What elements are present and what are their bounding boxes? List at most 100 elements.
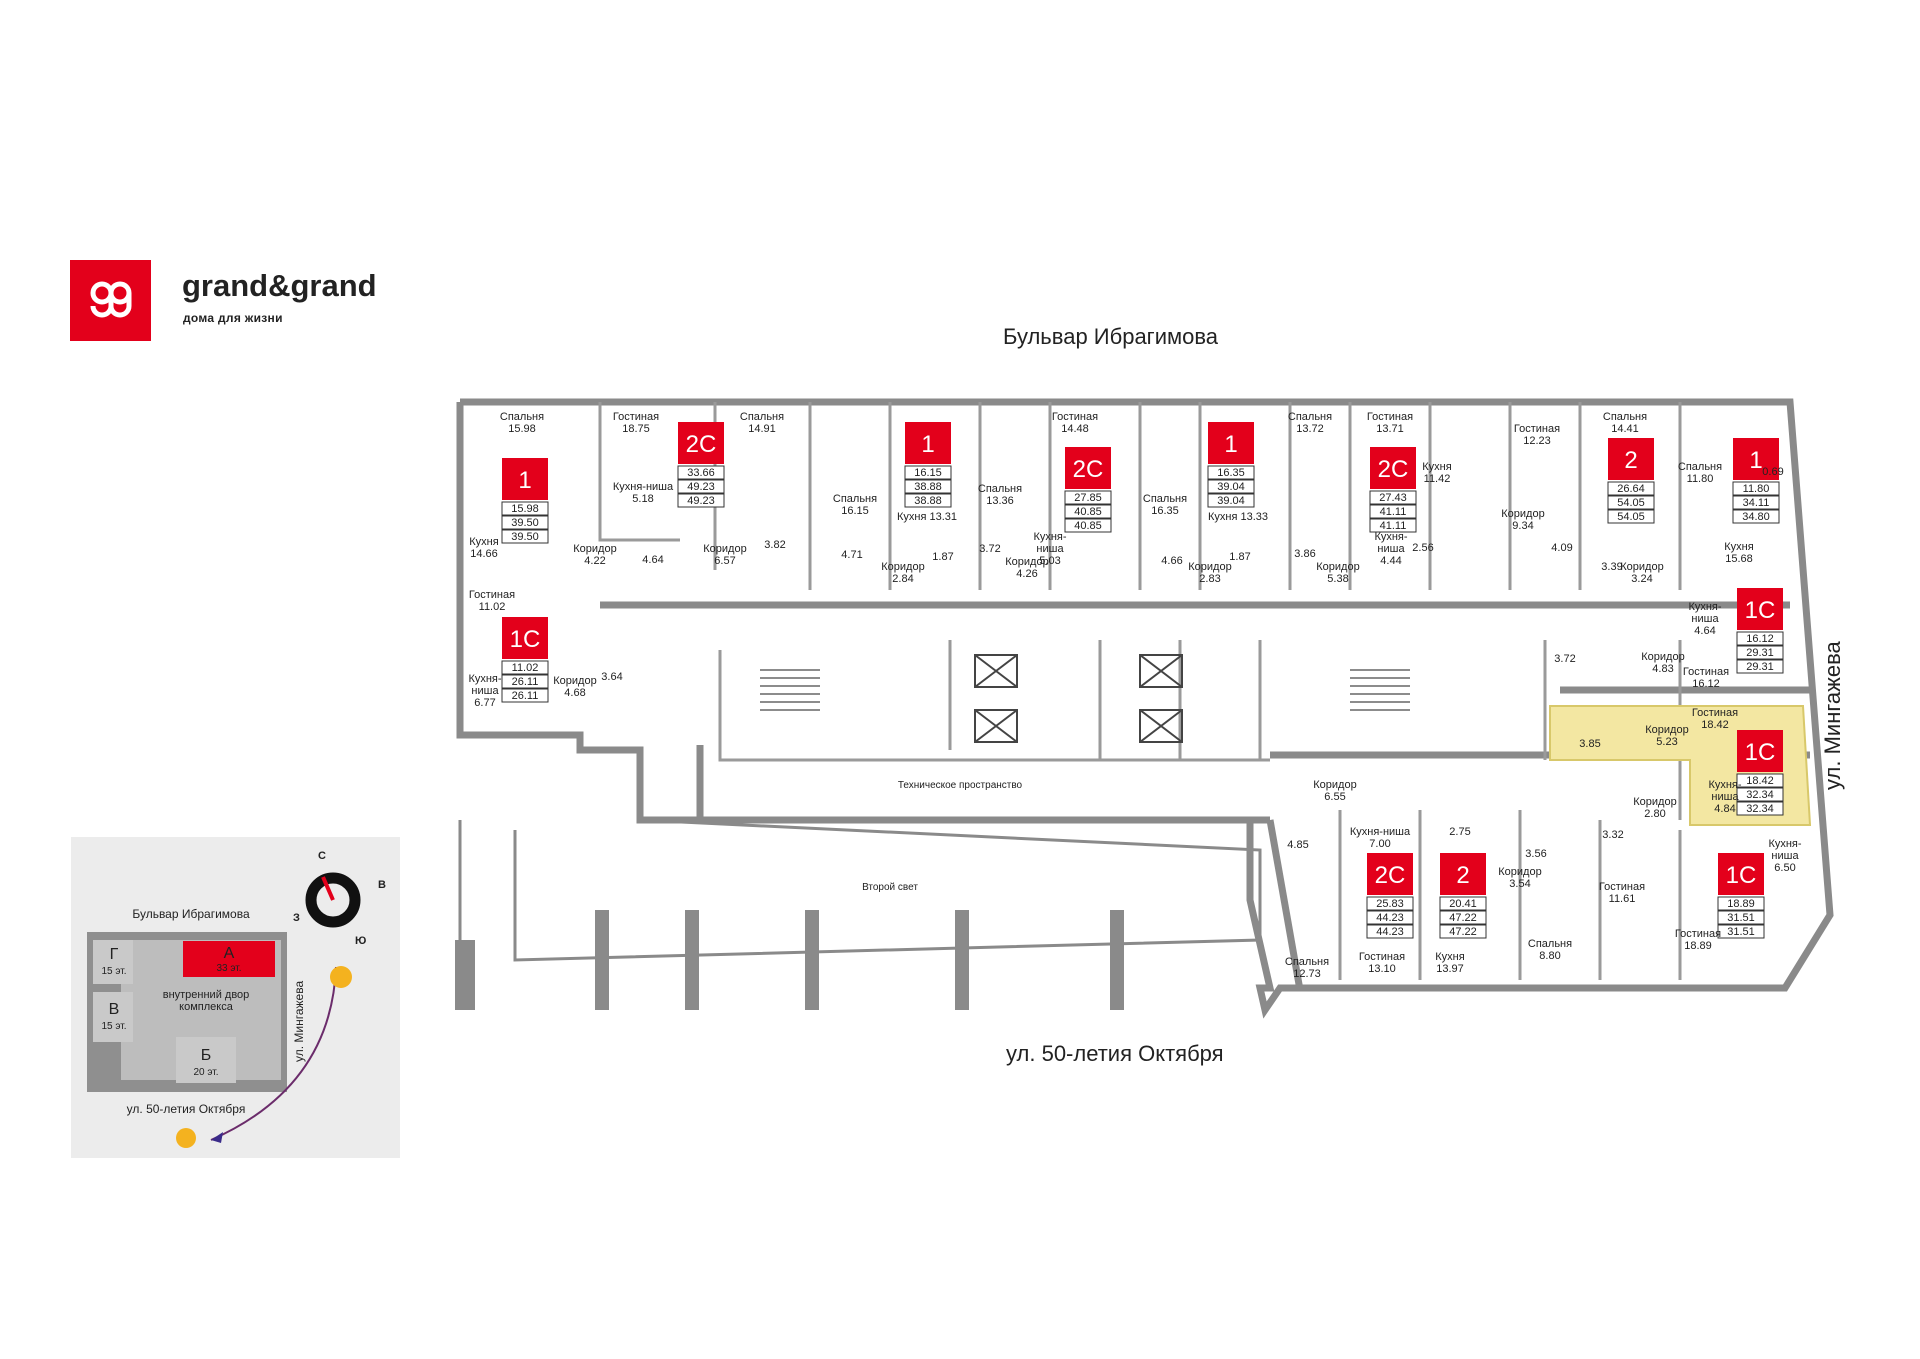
stairs	[760, 669, 1410, 711]
apartment-area: 34.11	[1743, 497, 1770, 509]
room-label: 1.87	[932, 551, 953, 563]
apartment-total: 38.88	[914, 495, 942, 507]
sun-path-arrowhead-icon	[211, 1132, 223, 1143]
compass-n: С	[318, 850, 326, 862]
apartment-living: 27.85	[1074, 492, 1102, 504]
room-label: 0.69	[1762, 466, 1783, 478]
apartment-type: 1	[518, 467, 531, 494]
apartment-total: 39.04	[1217, 495, 1245, 507]
room-label: 3.86	[1294, 548, 1315, 560]
room-label: 3.72	[979, 543, 1000, 555]
room-label: 4.66	[1161, 555, 1182, 567]
inset-building-v-letter: В	[109, 1001, 120, 1018]
brand-name: grand&grand	[182, 268, 377, 303]
inset-building-g-letter: Г	[110, 946, 119, 963]
compass-w: З	[293, 912, 300, 924]
apartment-living: 11.02	[512, 662, 539, 674]
site-plan-map: Бульвар Ибрагимова ул. 50-летия Октября …	[87, 850, 386, 1148]
apartment-living: 27.43	[1379, 492, 1407, 504]
apartment-area: 44.23	[1376, 912, 1404, 924]
apartment-type: 2	[1456, 862, 1469, 889]
brand-tagline: дома для жизни	[183, 311, 283, 325]
apartment-living: 33.66	[687, 467, 715, 479]
room-label: 3.56	[1525, 848, 1546, 860]
apartment-total: 29.31	[1746, 661, 1774, 673]
room-label: Второй свет	[862, 882, 918, 893]
apartment-living: 18.89	[1727, 898, 1755, 910]
inset-building-a[interactable]	[183, 941, 275, 977]
street-top: Бульвар Ибрагимова	[1003, 324, 1219, 349]
inset-street-right: ул. Мингажева	[292, 981, 306, 1062]
apartment-total: 47.22	[1449, 926, 1477, 938]
inset-building-a-letter: А	[224, 945, 235, 962]
apartment-type: 2С	[1375, 862, 1406, 889]
apartment-total: 34.80	[1742, 511, 1770, 523]
apartment-type: 1С	[1745, 597, 1776, 624]
apartment-type: 1	[921, 431, 934, 458]
inset-building-b-floors: 20 эт.	[193, 1067, 218, 1078]
apartment-type: 2С	[1073, 456, 1104, 483]
room-label: 3.64	[601, 671, 622, 683]
second-light-area	[458, 818, 1262, 1010]
inset-building-g	[93, 940, 133, 984]
apartment-living: 11.80	[1743, 483, 1770, 495]
room-label: 3.32	[1602, 829, 1623, 841]
apartment-type: 1С	[1726, 862, 1757, 889]
brand-logo	[70, 260, 151, 341]
apartment-type: 1	[1224, 431, 1237, 458]
room-label: Кухня 13.31	[897, 511, 957, 523]
room-label: 2.56	[1412, 542, 1433, 554]
apartment-living: 25.83	[1376, 898, 1404, 910]
site-plan-inset: Бульвар Ибрагимова ул. 50-летия Октября …	[71, 837, 400, 1158]
apartment-type: 2	[1624, 447, 1637, 474]
room-label: 4.64	[642, 554, 663, 566]
apartment-living: 26.64	[1617, 483, 1645, 495]
apartment-living: 16.35	[1217, 467, 1245, 479]
inset-building-v	[93, 992, 133, 1042]
compass-needle-icon	[321, 876, 335, 901]
apartment-type: 2С	[1378, 456, 1409, 483]
apartment-total: 41.11	[1380, 520, 1407, 532]
inset-building-b	[176, 1037, 236, 1083]
apartment-area: 54.05	[1617, 497, 1645, 509]
